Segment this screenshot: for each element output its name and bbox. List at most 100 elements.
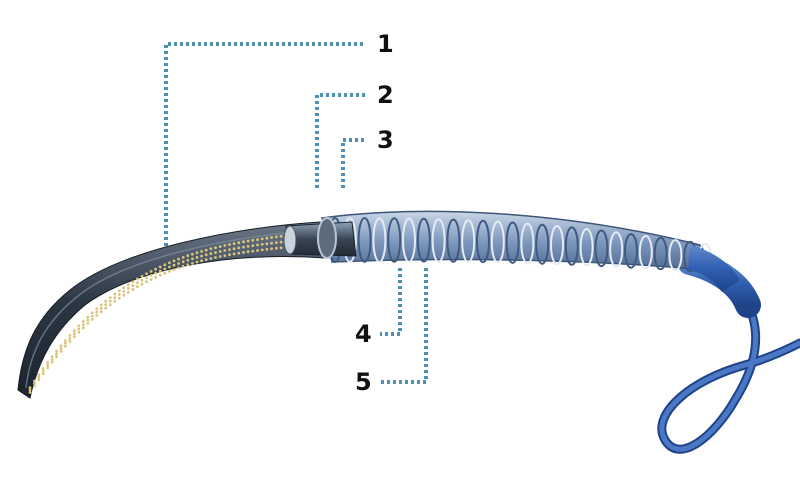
fiber-dot (59, 350, 63, 353)
fiber-dot (158, 269, 162, 273)
inner-core (283, 217, 357, 259)
fiber-dot (41, 372, 45, 376)
fiber-dot (77, 324, 81, 328)
fiber-dot (270, 247, 273, 251)
fiber-dot (195, 251, 199, 255)
fiber-dot (86, 318, 90, 322)
fiber-dot (117, 293, 121, 296)
fiber-dot (279, 240, 283, 244)
fiber-dot (28, 386, 32, 389)
fiber-dot (228, 248, 231, 252)
fiber-dot (154, 267, 158, 271)
fiber-dot (204, 248, 208, 252)
coil-ring (446, 218, 461, 263)
fiber-dot (158, 273, 162, 277)
fiber-dot (86, 315, 90, 319)
fiber-dot (117, 289, 121, 293)
fiber-dot (242, 251, 245, 254)
fiber-dot (191, 257, 194, 261)
fiber-dot (73, 335, 76, 339)
fiber-dot (209, 247, 213, 251)
fiber-dot (73, 332, 76, 336)
fiber-dot (126, 287, 130, 290)
fiber-dot (149, 270, 153, 273)
fiber-dot (113, 299, 117, 303)
fiber-dot (37, 378, 41, 382)
fiber-dot (113, 292, 117, 296)
fiber-dot (59, 347, 63, 350)
fiber-dot (140, 274, 144, 278)
fiber-dot (228, 243, 231, 246)
fiber-dot (154, 271, 158, 275)
fiber-dot (64, 344, 67, 348)
coil-ring (638, 235, 653, 270)
fiber-dot (260, 243, 264, 246)
fiber-dot (140, 278, 144, 282)
fiber-dot (73, 329, 76, 332)
coil-ring (476, 219, 490, 264)
fiber-dot (46, 363, 50, 367)
coil-ring (550, 225, 564, 266)
coil-ring (372, 217, 387, 263)
fiber-dot (186, 258, 190, 262)
coil-ring (461, 219, 476, 264)
fiber-dot (81, 320, 85, 323)
fiber-dot (246, 250, 250, 254)
fiber-dot (256, 243, 259, 247)
fiber-dot (168, 265, 171, 269)
fiber-dot (81, 323, 85, 326)
fiber-dot (99, 310, 103, 314)
fiber-dot (28, 391, 32, 394)
fiber-dot (177, 257, 181, 261)
fiber-dot (95, 307, 99, 311)
fiber-dot (228, 253, 231, 257)
fiber-dot (122, 293, 126, 297)
fiber-dot (172, 263, 176, 267)
fiber-dot (28, 388, 32, 392)
fiber-dot (77, 330, 81, 334)
callout-1: 1 (377, 30, 394, 58)
coil-ring (668, 239, 683, 272)
fiber-dot (46, 361, 50, 364)
fiber-dot (218, 245, 222, 249)
coil-ring (416, 217, 431, 263)
fiber-dot (55, 352, 58, 356)
fiber-dot (95, 314, 99, 317)
fiber-dot (33, 382, 36, 385)
fiber-dot (113, 296, 117, 300)
fiber-dot (274, 235, 278, 239)
fiber-dot (33, 379, 36, 383)
fiber-dot (117, 296, 121, 300)
fiber-dot (242, 245, 245, 249)
fiber-dot (181, 264, 185, 268)
fiber-dot (168, 261, 171, 265)
callout-4: 4 (355, 320, 372, 348)
fiber-dot (181, 256, 185, 259)
fiber-dot (41, 369, 45, 373)
fiber-dot (99, 303, 103, 307)
leader-line-4 (380, 268, 402, 336)
fiber-dot (46, 366, 50, 370)
fiber-dot (64, 342, 67, 345)
leader-line-2 (315, 93, 365, 188)
fiber-dot (50, 360, 54, 364)
fiber-dot (223, 244, 227, 247)
fiber-dot (37, 373, 41, 377)
fiber-dot (181, 260, 185, 264)
fiber-dot (33, 384, 36, 388)
fiber-dot (186, 254, 190, 258)
fiber-dot (177, 266, 181, 270)
fiber-dot (232, 247, 236, 251)
fiber-dot (186, 263, 190, 267)
fiber-dot (126, 290, 130, 294)
fiber-dot (260, 237, 264, 241)
fiber-dot (172, 259, 176, 263)
fiber-dot (218, 250, 222, 253)
fiber-dot (214, 256, 217, 259)
coil-ring (564, 226, 579, 266)
leader-line-3 (341, 138, 365, 188)
fiber-dot (131, 280, 135, 284)
fiber-dot (251, 249, 255, 253)
coil-rings (328, 217, 712, 273)
